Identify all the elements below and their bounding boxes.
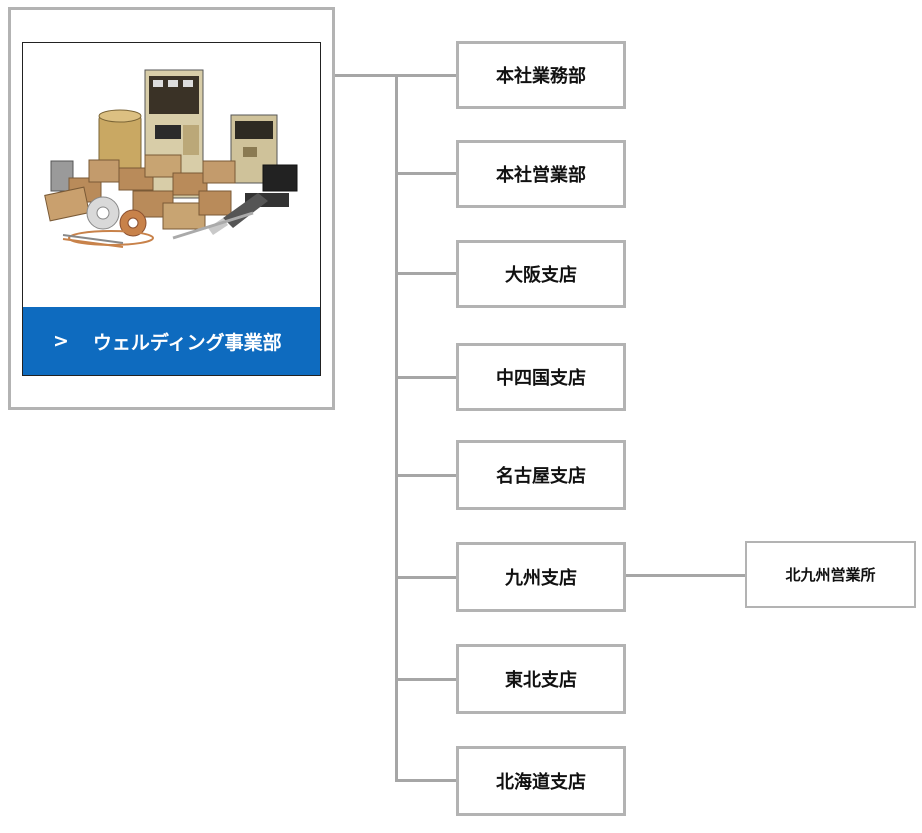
sub-office-node[interactable]: 北九州営業所 — [745, 541, 916, 608]
chevron-right-icon: > — [53, 330, 69, 352]
connector-branch-4 — [395, 474, 457, 477]
connector-branch-2 — [395, 272, 457, 275]
connector-branch-5 — [395, 576, 457, 579]
branch-node[interactable]: 中四国支店 — [456, 343, 626, 411]
connector-kyushu-sub — [625, 574, 746, 577]
connector-branch-7 — [395, 779, 457, 782]
branch-node[interactable]: 東北支店 — [456, 644, 626, 714]
division-banner[interactable]: > ウェルディング事業部 — [23, 307, 320, 375]
welding-products-photo — [23, 43, 320, 307]
division-card-inner[interactable]: > ウェルディング事業部 — [22, 42, 321, 376]
connector-branch-6 — [395, 678, 457, 681]
branch-node[interactable]: 九州支店 — [456, 542, 626, 612]
connector-card-to-trunk — [335, 74, 397, 77]
branch-node[interactable]: 本社業務部 — [456, 41, 626, 109]
branch-node[interactable]: 北海道支店 — [456, 746, 626, 816]
connector-branch-3 — [395, 376, 457, 379]
connector-branch-0 — [395, 74, 457, 77]
connector-trunk — [395, 74, 398, 781]
branch-node[interactable]: 本社営業部 — [456, 140, 626, 208]
connector-branch-1 — [395, 172, 457, 175]
branch-node[interactable]: 名古屋支店 — [456, 440, 626, 510]
division-label: ウェルディング事業部 — [92, 331, 282, 354]
branch-node[interactable]: 大阪支店 — [456, 240, 626, 308]
